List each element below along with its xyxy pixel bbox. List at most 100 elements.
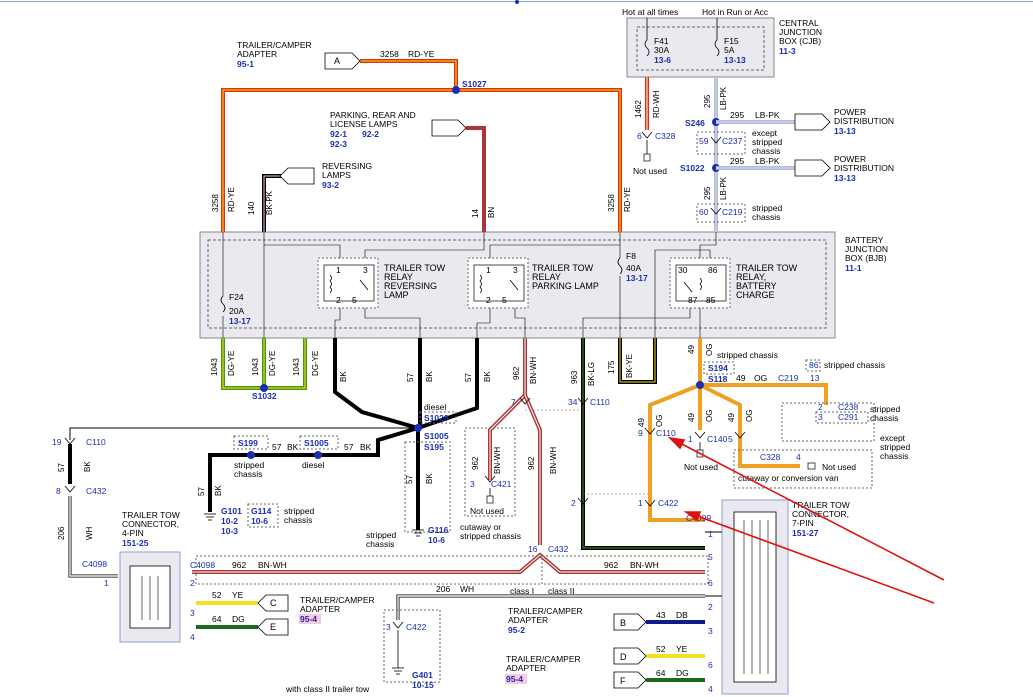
c219-pin-60: 60 [699,207,709,217]
wire-43-num: 43 [656,610,666,620]
relay-rev-pin-1: 1 [336,265,341,275]
wire-962-bn-wh [192,338,705,574]
relay-rev-label-3: REVERSING [384,281,437,291]
wire-3258-right-num: 3258 [607,194,616,212]
adapter-95-2-line2: ADAPTER [508,615,548,625]
wire-206-bottom-color: WH [460,584,474,594]
adapter-95-1-line2: ADAPTER [237,49,277,59]
adapter-95-1-ref: 95-1 [237,59,254,69]
adapter-95-2-ref: 95-2 [508,625,525,635]
g401-name: G401 [412,670,433,680]
bjb-label-1: BATTERY [845,235,884,245]
connector-f-tag [613,671,647,689]
adapter-95-4-line2: ADAPTER [300,604,340,614]
wire-57-a-color: BK [339,371,348,382]
not-used-c328: Not used [633,166,667,176]
wire-49-c110-color: OG [655,415,664,427]
pin-2-7pin: 2 [708,602,713,612]
c238-label: C238 [838,402,859,412]
wire-295-color-top: LB-PK [719,86,728,110]
stripped-c291-1: stripped [870,404,901,414]
c422-pin-1: 1 [638,498,643,508]
parking-lamps-tag [431,119,467,137]
connector-a-tag [324,52,361,70]
wire-206-left-color: WH [85,526,94,540]
connector-7pin-line3: 7-PIN [792,518,814,528]
pin-1-7pin: 1 [708,529,713,539]
wire-962-c421-color: BN-WH [493,447,502,474]
c432-pin-8: 8 [56,486,61,496]
wire-57-s1005-num: 57 [344,442,354,452]
stripped-c219-1: stripped [752,203,783,213]
g114-ref: 10-6 [251,516,268,526]
wire-57-d-num: 57 [405,475,414,484]
hot-at-all-times-label: Hot at all times [622,7,678,17]
wire-1043-c-color: DG-YE [311,351,320,376]
wire-3258-top-color: RD-YE [408,49,435,59]
wire-963-num: 963 [570,370,579,384]
stripped-chassis-86: stripped chassis [824,360,885,370]
wire-57-c-color: BK [483,371,492,382]
c110-label-19: C110 [86,437,106,447]
c328-label-low: C328 [760,452,781,462]
c219-label-low: C219 [778,373,799,383]
adapter-95-4-ref: 95-4 [300,614,317,624]
relay-park-pin-2: 2 [486,295,491,305]
relay-bat-pin-87: 87 [688,295,698,305]
relay-bat-pin-30: 30 [678,265,688,275]
cjb-box [626,17,775,78]
not-used-c140: Not used [684,462,718,472]
f41-amps: 30A [654,45,669,55]
s1032-label: S1032 [252,391,277,401]
connector-a-label: A [334,56,340,66]
cjb-ref: 11-3 [779,46,796,56]
wire-49-c140-num: 49 [687,413,696,422]
relay-park-pin-1: 1 [486,265,491,275]
wire-3258-top-num: 3258 [380,49,399,59]
wire-49-c219-color: OG [754,373,767,383]
diesel-label-1: diesel [424,402,446,412]
wire-295-pd2-num: 295 [730,156,744,166]
connector-7pin-line2: CONNECTOR, [792,509,849,519]
adapter-95-4-line1: TRAILER/CAMPER [300,595,375,605]
adapter-95-4b-ref: 95-4 [506,674,523,684]
s1027-splice [452,86,460,94]
connector-e-label: E [270,622,276,632]
wire-1462-num: 1462 [634,100,643,118]
hot-in-run-label: Hot in Run or Acc [702,7,769,17]
wire-3258-right-color: RD-YE [623,187,632,212]
wire-140-num: 140 [247,201,256,215]
bjb-ref: 11-1 [845,263,862,273]
wire-140-color: BK-PK [265,190,274,215]
c4098-label-right: C4098 [190,560,215,570]
c422-label-mid: C422 [658,498,679,508]
wire-52-right-color: YE [676,644,688,654]
wire-1043-a-num: 1043 [210,358,219,376]
s194-label: S194 [708,363,728,373]
g401-ref: 10-15 [412,680,434,690]
wire-175-num: 175 [607,360,616,374]
f8-ref: 13-17 [626,273,648,283]
g101-ref2: 10-3 [221,526,238,536]
wire-963-color: BK-LG [587,362,596,386]
relay-park-label-2: RELAY [532,272,561,282]
relay-bat-pin-85: 85 [706,295,716,305]
bjb-label-3: BOX (BJB) [845,253,887,263]
s1005-label: S1005 [304,438,329,448]
c291-pin: 3 [818,412,823,422]
wire-57-b-num: 57 [406,373,415,382]
s246-label: S246 [685,118,705,128]
c422-label-bottom: C422 [406,622,427,632]
stripped-c219-2: chassis [752,212,780,222]
pin-6-7pin: 6 [708,578,713,588]
wire-52-num: 52 [212,590,222,600]
c110-pin-9: 9 [638,428,643,438]
connector-7pin-ref: 151-27 [792,528,819,538]
s1029-splice [414,424,422,432]
adapter-95-1-line1: TRAILER/CAMPER [237,40,312,50]
g101-name: G101 [221,506,242,516]
annotation-arrows [667,436,945,604]
power-dist-2-ref: 13-13 [834,173,856,183]
except-stripped-3: chassis [752,146,780,156]
c237-pin-59: 59 [699,136,709,146]
